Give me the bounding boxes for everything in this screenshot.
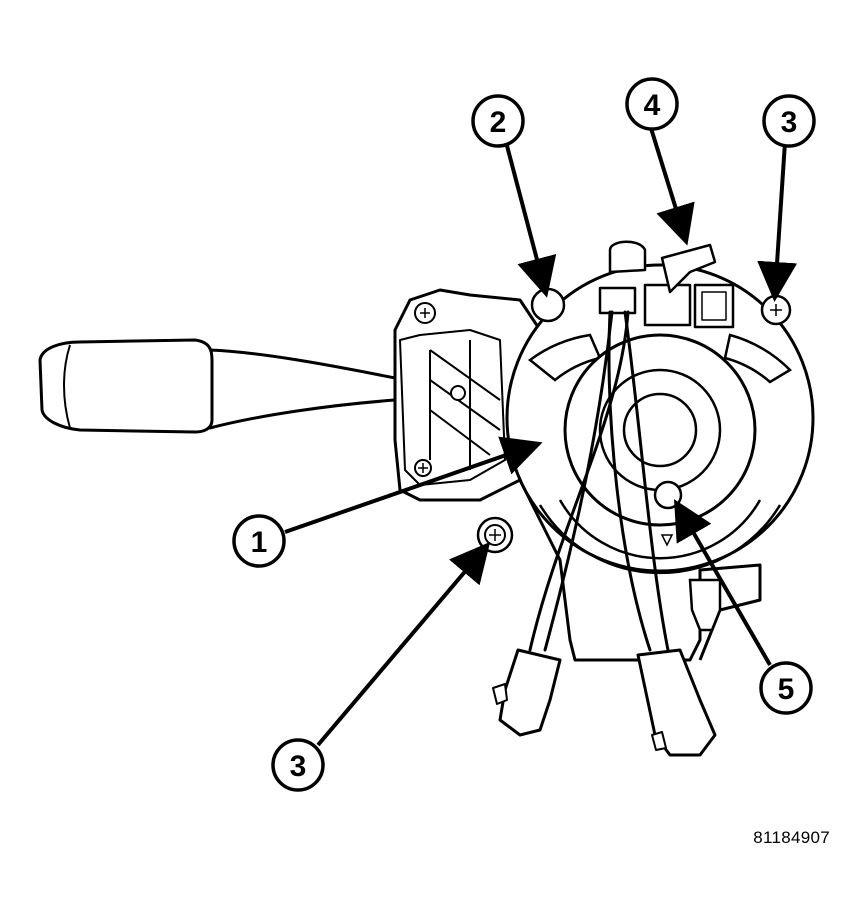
- figure-id: 81184907: [753, 828, 830, 847]
- switch-housing: [393, 288, 542, 502]
- mounting-screw-lower: [476, 516, 514, 554]
- callout-3-bottom-label: 3: [290, 750, 307, 783]
- leader-5: [673, 499, 772, 667]
- lower-housing: [479, 478, 762, 662]
- callout-5: 5: [759, 661, 813, 715]
- callout-5-label: 5: [778, 673, 795, 706]
- callout-3-bottom: 3: [271, 738, 325, 792]
- leader-4: [648, 124, 695, 246]
- leader-2: [504, 141, 557, 298]
- turn-signal-lever: [38, 338, 397, 434]
- side-connector: [688, 578, 722, 632]
- callout-3-top: 3: [762, 94, 816, 148]
- leader-lines: [284, 124, 798, 747]
- callout-2: 2: [471, 94, 525, 148]
- callout-1-label: 1: [251, 526, 268, 559]
- lead-connectors: [492, 648, 717, 757]
- callout-3-top-label: 3: [781, 106, 798, 139]
- leader-3-top: [757, 141, 798, 302]
- leader-3-bottom: [316, 541, 491, 747]
- callout-1: 1: [232, 514, 286, 568]
- callout-2-label: 2: [490, 106, 507, 139]
- callout-4-label: 4: [644, 89, 661, 122]
- callout-4: 4: [625, 77, 679, 131]
- leader-1: [284, 436, 543, 534]
- wire-leads: [528, 310, 670, 652]
